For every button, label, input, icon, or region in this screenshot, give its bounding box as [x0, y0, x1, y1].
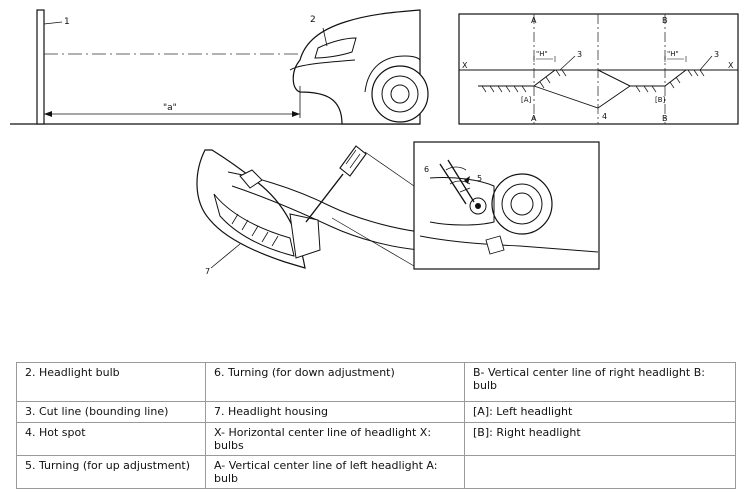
adjustment-view: 7 6 5	[196, 141, 600, 276]
legend-table: 2. Headlight bulb 6. Turning (for down a…	[16, 362, 736, 489]
aiming-wall	[36, 9, 45, 125]
legend-cell	[464, 455, 736, 489]
table-row: 5. Turning (for up adjustment) A- Vertic…	[16, 455, 736, 489]
screwdriver-shaft	[305, 173, 344, 223]
label-6: 6	[424, 165, 429, 174]
legend-cell: [B]: Right headlight	[464, 422, 736, 456]
headlight-lens	[314, 37, 357, 59]
headlight-aiming-diagram: 1 2 "a" A A B B X X	[10, 9, 739, 276]
legend-cell: 2. Headlight bulb	[16, 362, 206, 402]
label-4: 4	[602, 112, 607, 121]
legend-cell: 6. Turning (for down adjustment)	[205, 362, 465, 402]
legend-cell: X- Horizontal center line of headlight X…	[205, 422, 465, 456]
label-7: 7	[205, 267, 210, 276]
label-left-lamp: [A]	[521, 96, 532, 104]
table-row: 3. Cut line (bounding line) 7. Headlight…	[16, 401, 736, 423]
legend-cell: 4. Hot spot	[16, 422, 206, 456]
label-3-left: 3	[577, 50, 582, 59]
table-row: 4. Hot spot X- Horizontal center line of…	[16, 422, 736, 456]
legend-cell: A- Vertical center line of left headligh…	[205, 455, 465, 489]
cut-line-right	[597, 69, 735, 87]
legend-cell: [A]: Left headlight	[464, 401, 736, 423]
distance-view: 1 2 "a"	[10, 9, 429, 125]
label-a: "a"	[163, 103, 177, 113]
axis-b-bottom: B	[662, 114, 668, 123]
beam-pattern-view: A A B B X X "H" "H" 3 3 4	[458, 13, 739, 125]
legend-cell: B- Vertical center line of right headlig…	[464, 362, 736, 402]
screwdriver-handle	[339, 145, 367, 177]
axis-x-left: X	[462, 61, 468, 70]
legend-cell: 3. Cut line (bounding line)	[16, 401, 206, 423]
aiming-screen	[458, 13, 739, 125]
legend-cell: 7. Headlight housing	[205, 401, 465, 423]
label-right-lamp: [B]	[655, 96, 666, 104]
label-5: 5	[477, 174, 482, 183]
label-2: 2	[310, 15, 316, 25]
label-h-left: "H"	[536, 50, 548, 58]
label-h-right: "H"	[667, 50, 679, 58]
label-1: 1	[64, 17, 70, 27]
label-3-right: 3	[714, 50, 719, 59]
axis-a-bottom: A	[531, 114, 537, 123]
axis-a-top: A	[531, 16, 537, 25]
axis-b-top: B	[662, 16, 668, 25]
legend-cell: 5. Turning (for up adjustment)	[16, 455, 206, 489]
axis-x-right: X	[728, 61, 734, 70]
table-row: 2. Headlight bulb 6. Turning (for down a…	[16, 362, 736, 402]
